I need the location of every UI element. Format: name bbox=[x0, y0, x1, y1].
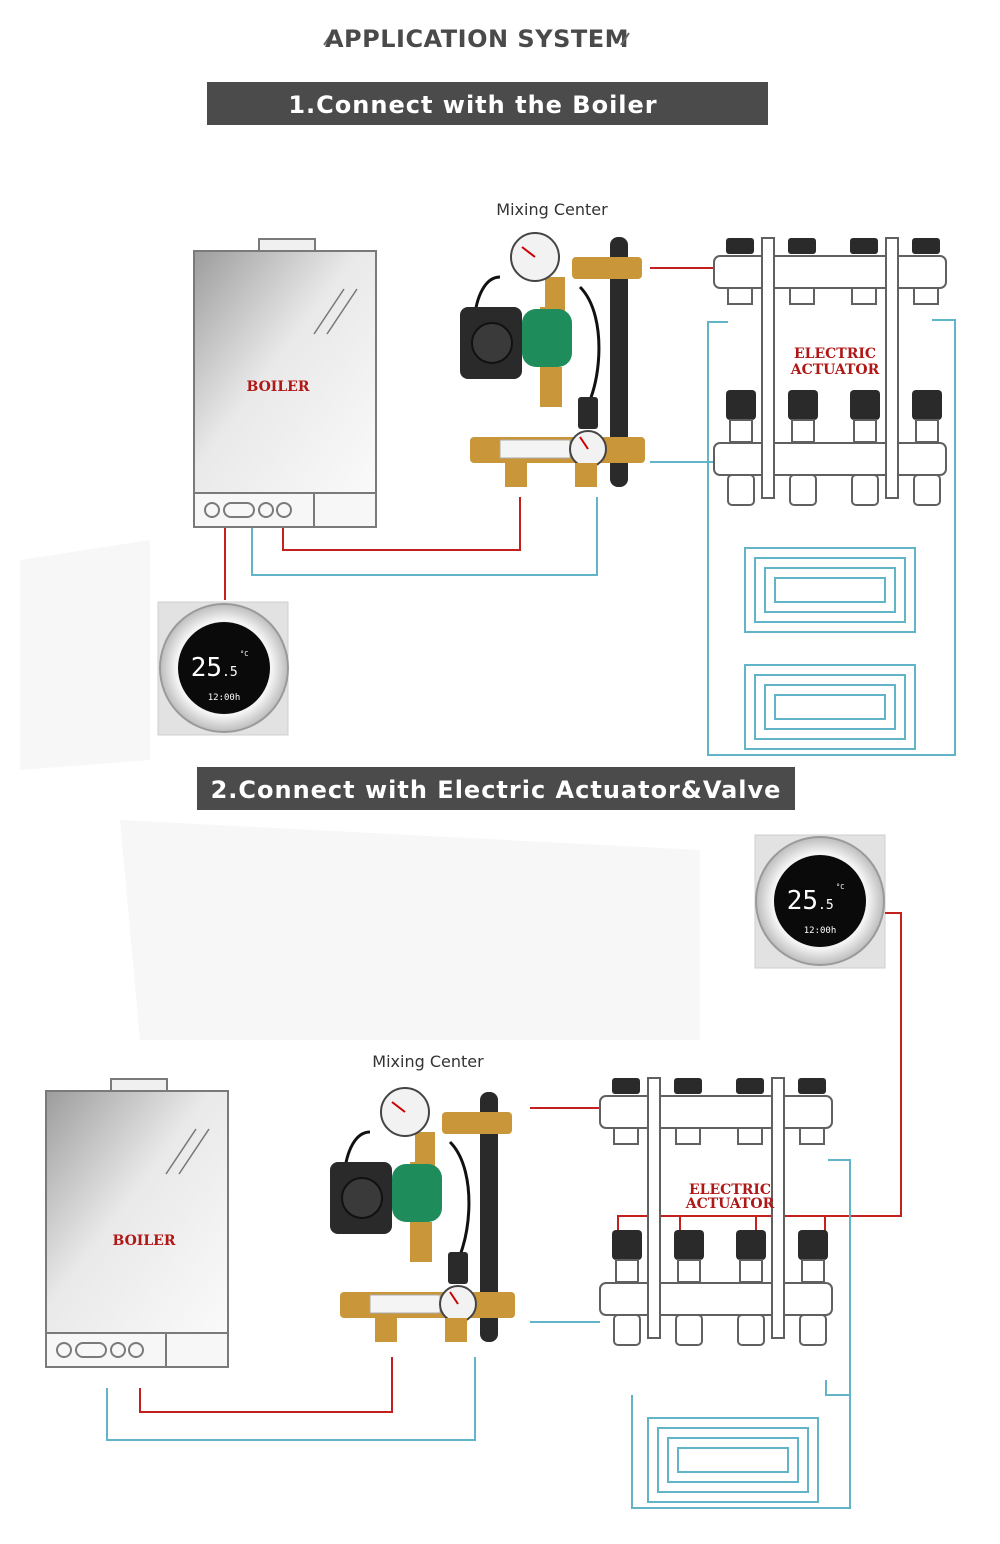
return-pipe bbox=[106, 1357, 476, 1441]
supply-pipe bbox=[282, 497, 521, 551]
mixing-center-label: Mixing Center bbox=[372, 1052, 484, 1071]
section-banner bbox=[197, 767, 795, 810]
actuator-label: ELECTRIC bbox=[689, 1182, 771, 1198]
section-1: 1.Connect with the Boiler Mixing Center … bbox=[157, 82, 956, 756]
boiler-label: BOILER bbox=[113, 1233, 176, 1249]
background-blob bbox=[20, 540, 150, 770]
underfloor-loop-icon bbox=[744, 547, 916, 633]
temperature-decimal: .5 bbox=[818, 898, 834, 913]
supply-pipe bbox=[139, 1357, 393, 1413]
pump-icon bbox=[458, 231, 647, 489]
boiler-icon bbox=[45, 1078, 229, 1368]
temperature-value: 25 bbox=[191, 653, 222, 683]
temperature-value: 25 bbox=[787, 886, 818, 916]
clock-readout: 12:00h bbox=[804, 926, 837, 936]
return-pipe bbox=[828, 1159, 851, 1395]
return-pipe bbox=[707, 319, 956, 756]
thermostat-icon: 25 .5 °C 12:00h bbox=[157, 601, 289, 736]
thermostat-icon: 25 .5 °C 12:00h bbox=[754, 834, 886, 969]
underfloor-loop-icon bbox=[647, 1417, 819, 1503]
temperature-unit: °C bbox=[836, 883, 844, 891]
temperature-unit: °C bbox=[240, 650, 248, 658]
pump-icon bbox=[328, 1086, 517, 1344]
clock-readout: 12:00h bbox=[208, 693, 241, 703]
section-banner-text: 2.Connect with Electric Actuator&Valve bbox=[211, 776, 782, 804]
return-pipe bbox=[251, 497, 598, 576]
section-banner-text: 1.Connect with the Boiler bbox=[288, 91, 657, 119]
boiler-label: BOILER bbox=[247, 379, 310, 395]
section-banner bbox=[207, 82, 768, 125]
temperature-decimal: .5 bbox=[222, 665, 238, 680]
page-header: APPLICATION SYSTEM bbox=[323, 25, 630, 53]
return-pipe bbox=[631, 1380, 851, 1509]
actuator-label: ELECTRIC bbox=[794, 346, 876, 362]
actuator-label: ACTUATOR bbox=[790, 362, 880, 378]
actuator-label: ACTUATOR bbox=[685, 1196, 775, 1212]
section-2: 2.Connect with Electric Actuator&Valve 2… bbox=[45, 767, 902, 1509]
slash-icon bbox=[620, 32, 630, 46]
background-blob bbox=[120, 820, 700, 1040]
control-wire bbox=[617, 912, 902, 1242]
page-title: APPLICATION SYSTEM bbox=[325, 25, 629, 53]
underfloor-loop-icon bbox=[744, 664, 916, 750]
mixing-center-label: Mixing Center bbox=[496, 200, 608, 219]
slash-icon bbox=[323, 32, 333, 46]
